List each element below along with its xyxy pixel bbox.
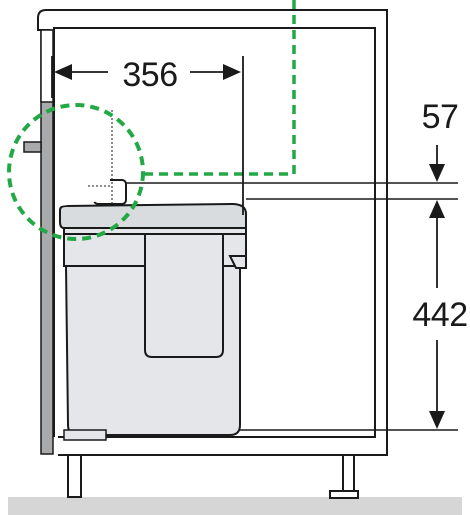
width-dimension-label: 356 <box>122 56 177 94</box>
waste-bin <box>59 202 247 436</box>
top-gap-dimension-label: 57 <box>422 98 459 136</box>
bin-height-dimension <box>429 200 445 429</box>
top-gap-dimension <box>429 145 445 182</box>
hinge-arm <box>60 110 110 206</box>
bin-base-step <box>63 429 107 441</box>
door-top-edge <box>40 29 54 103</box>
door-handle <box>23 141 42 153</box>
bin-height-dimension-label: 442 <box>412 296 467 334</box>
cabinet-legs <box>67 454 359 499</box>
opening-clearance-outline <box>140 0 296 176</box>
width-dimension <box>51 56 244 215</box>
height-reference-lines <box>126 182 458 431</box>
floor <box>8 497 462 515</box>
detail-highlight-circle <box>7 103 145 241</box>
